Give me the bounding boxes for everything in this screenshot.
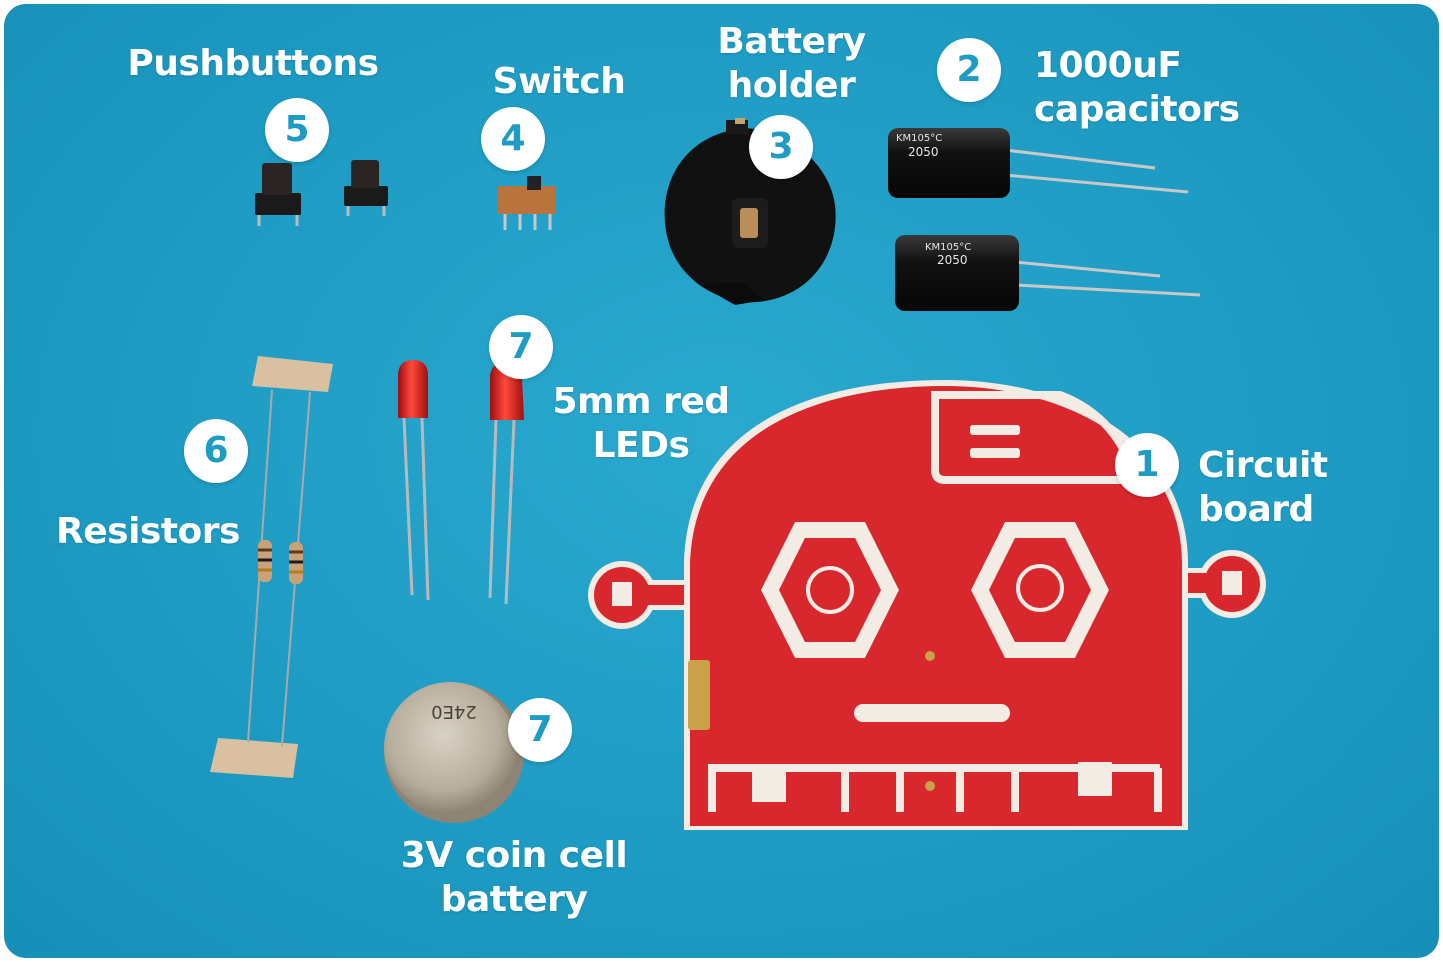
label-capacitors-text: 1000uF capacitors xyxy=(1034,45,1240,130)
label-pushbuttons: Pushbuttons xyxy=(127,43,379,84)
photo-frame: KM105°C 2050 KM105°C 2050 xyxy=(4,4,1439,958)
circuit-board xyxy=(588,380,1266,830)
badge-circuit-board: 1 xyxy=(1115,433,1179,497)
label-coin-cell: 3V coin cell battery xyxy=(384,834,644,922)
coin-cell-marking: 24E0 xyxy=(431,701,477,722)
capacitor-bottom-code: 2050 xyxy=(937,253,968,267)
label-battery-holder: Battery holder xyxy=(704,20,879,108)
label-leds-text: 5mm red LEDs xyxy=(552,381,730,466)
led-right xyxy=(488,362,524,605)
label-circuit-board-text: Circuit board xyxy=(1198,445,1328,530)
slide-switch xyxy=(498,176,556,230)
coin-cell-battery: 24E0 xyxy=(384,682,524,823)
badge-resistors: 6 xyxy=(184,419,248,483)
label-coin-cell-text: 3V coin cell battery xyxy=(400,835,628,920)
capacitor-top-code: 2050 xyxy=(908,145,939,159)
label-circuit-board: Circuit board xyxy=(1198,444,1328,532)
components-photo: KM105°C 2050 KM105°C 2050 xyxy=(210,118,1266,830)
capacitor-bottom: KM105°C 2050 xyxy=(895,235,1201,311)
badge-switch: 4 xyxy=(481,107,545,171)
label-leds: 5mm red LEDs xyxy=(536,380,746,468)
pushbutton-left xyxy=(255,163,301,226)
label-resistors: Resistors xyxy=(56,511,240,552)
label-switch: Switch xyxy=(492,61,626,102)
capacitor-bottom-rating: KM105°C xyxy=(925,242,971,253)
badge-leds: 7 xyxy=(489,315,553,379)
badge-coin-cell: 7 xyxy=(508,698,572,762)
badge-capacitors: 2 xyxy=(937,38,1001,102)
capacitor-top: KM105°C 2050 xyxy=(888,128,1189,198)
capacitor-top-rating: KM105°C xyxy=(896,133,942,144)
led-left xyxy=(398,360,430,601)
badge-battery-holder: 3 xyxy=(749,115,813,179)
badge-pushbuttons: 5 xyxy=(265,98,329,162)
resistors xyxy=(210,356,333,778)
label-capacitors: 1000uF capacitors xyxy=(1034,44,1240,132)
label-battery-holder-text: Battery holder xyxy=(717,21,866,106)
pushbutton-right xyxy=(344,160,388,216)
